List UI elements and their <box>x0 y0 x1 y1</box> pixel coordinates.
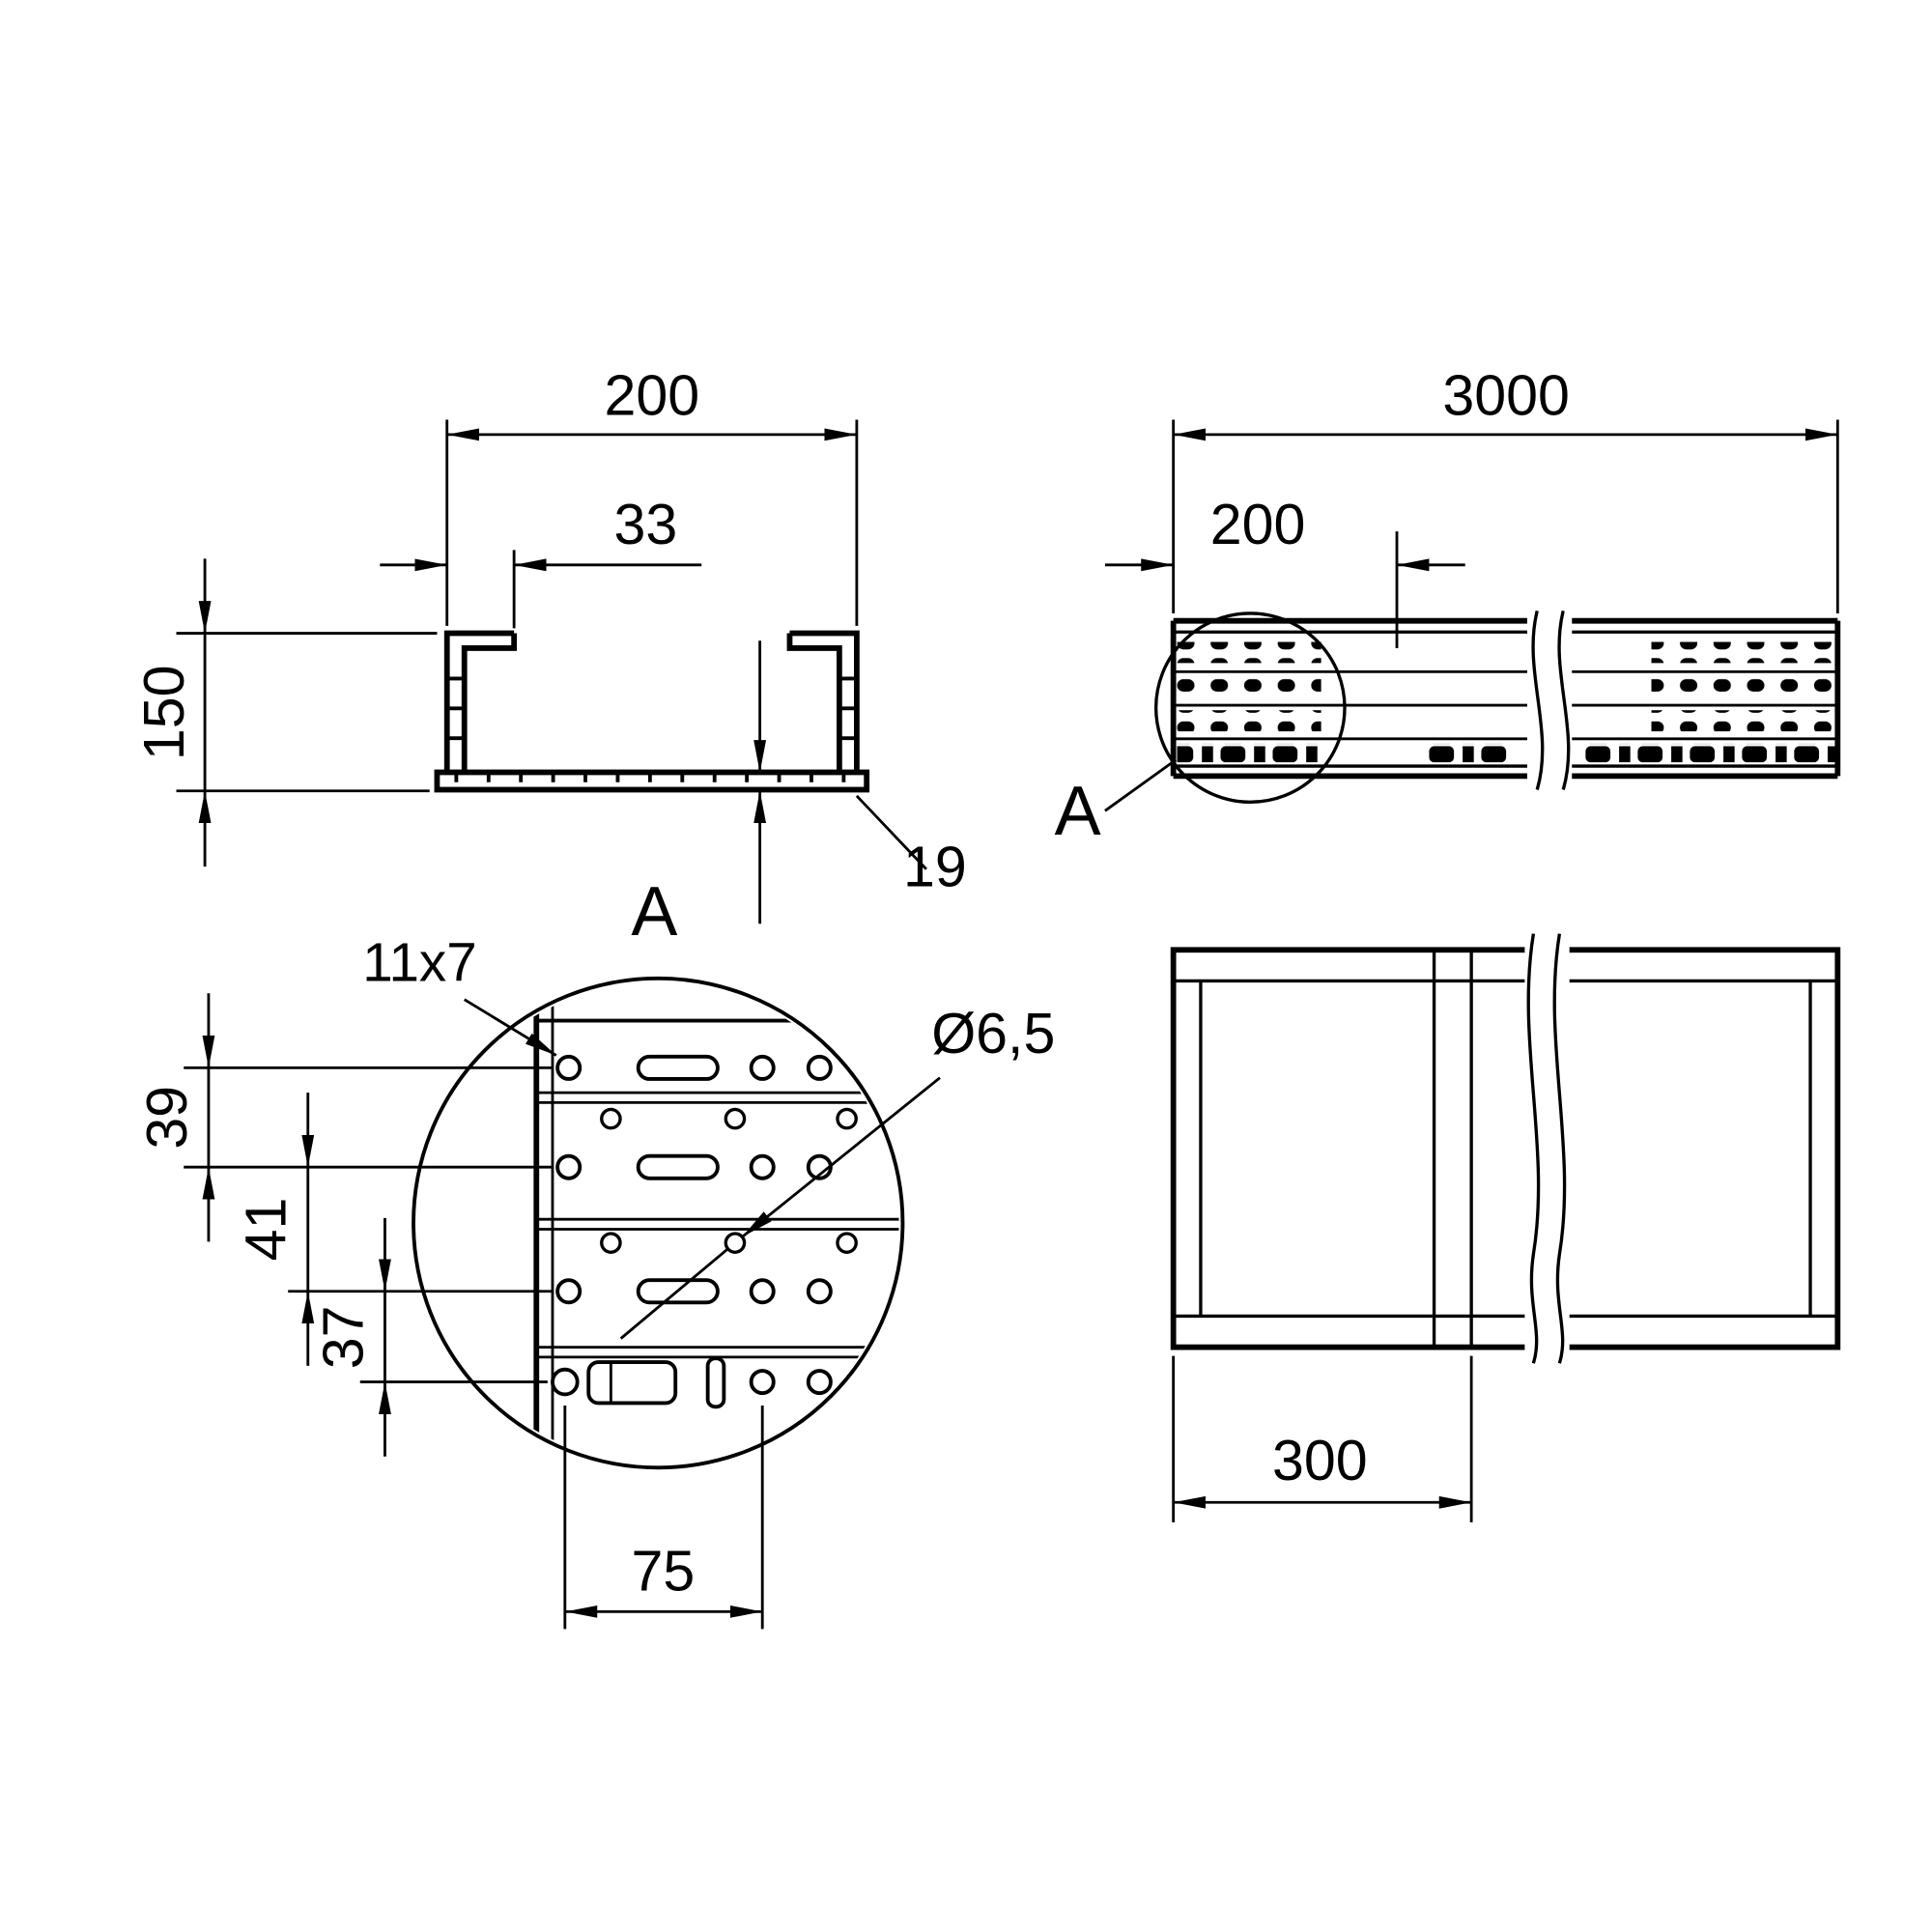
break-lines <box>1526 933 1567 1364</box>
side-view: 3000 200 A <box>1055 362 1841 850</box>
dim-width-200: 200 <box>604 362 699 427</box>
side-view-perforations <box>1177 641 1835 763</box>
detail-marker-leader <box>1104 758 1178 812</box>
dim-pitch-39: 39 <box>134 1086 199 1150</box>
cross-section-dimensions <box>176 419 927 924</box>
plan-view-dimensions <box>1172 1355 1473 1522</box>
dim-offset-200: 200 <box>1210 492 1306 556</box>
side-view-dimensions <box>1104 419 1839 648</box>
detail-boundary-circle <box>412 976 905 1470</box>
dim-length-3000: 3000 <box>1442 362 1570 427</box>
detail-title: A <box>631 873 677 951</box>
side-view-part <box>1170 617 1841 780</box>
break-lines <box>1531 610 1571 790</box>
detail-plate <box>533 981 899 1464</box>
cross-section-part <box>434 630 870 793</box>
detail-marker-circle <box>1153 611 1347 805</box>
cross-section-view: 200 33 150 19 <box>131 362 967 924</box>
detail-bottom-row <box>551 1356 833 1409</box>
detail-rib-holes <box>600 1107 858 1254</box>
dim-thickness-19: 19 <box>903 835 967 899</box>
detail-slot-rows <box>555 1054 833 1305</box>
dim-height-150: 150 <box>131 665 196 760</box>
label-hole-diameter: Ø6,5 <box>931 1001 1055 1065</box>
dim-pitch-37: 37 <box>310 1305 375 1369</box>
plan-view: 300 <box>1170 933 1841 1522</box>
detail-view-a: A <box>134 873 1055 1630</box>
cross-section-perforation-ticks <box>444 676 860 782</box>
dim-spacing-75: 75 <box>632 1539 696 1604</box>
plan-view-part <box>1170 947 1841 1350</box>
detail-dimensions <box>184 993 941 1630</box>
dim-spacing-300: 300 <box>1272 1428 1368 1492</box>
dim-flange-33: 33 <box>614 492 678 556</box>
detail-ref-label: A <box>1055 773 1101 850</box>
label-slot-size: 11x7 <box>362 931 476 992</box>
dim-pitch-41: 41 <box>234 1198 298 1262</box>
